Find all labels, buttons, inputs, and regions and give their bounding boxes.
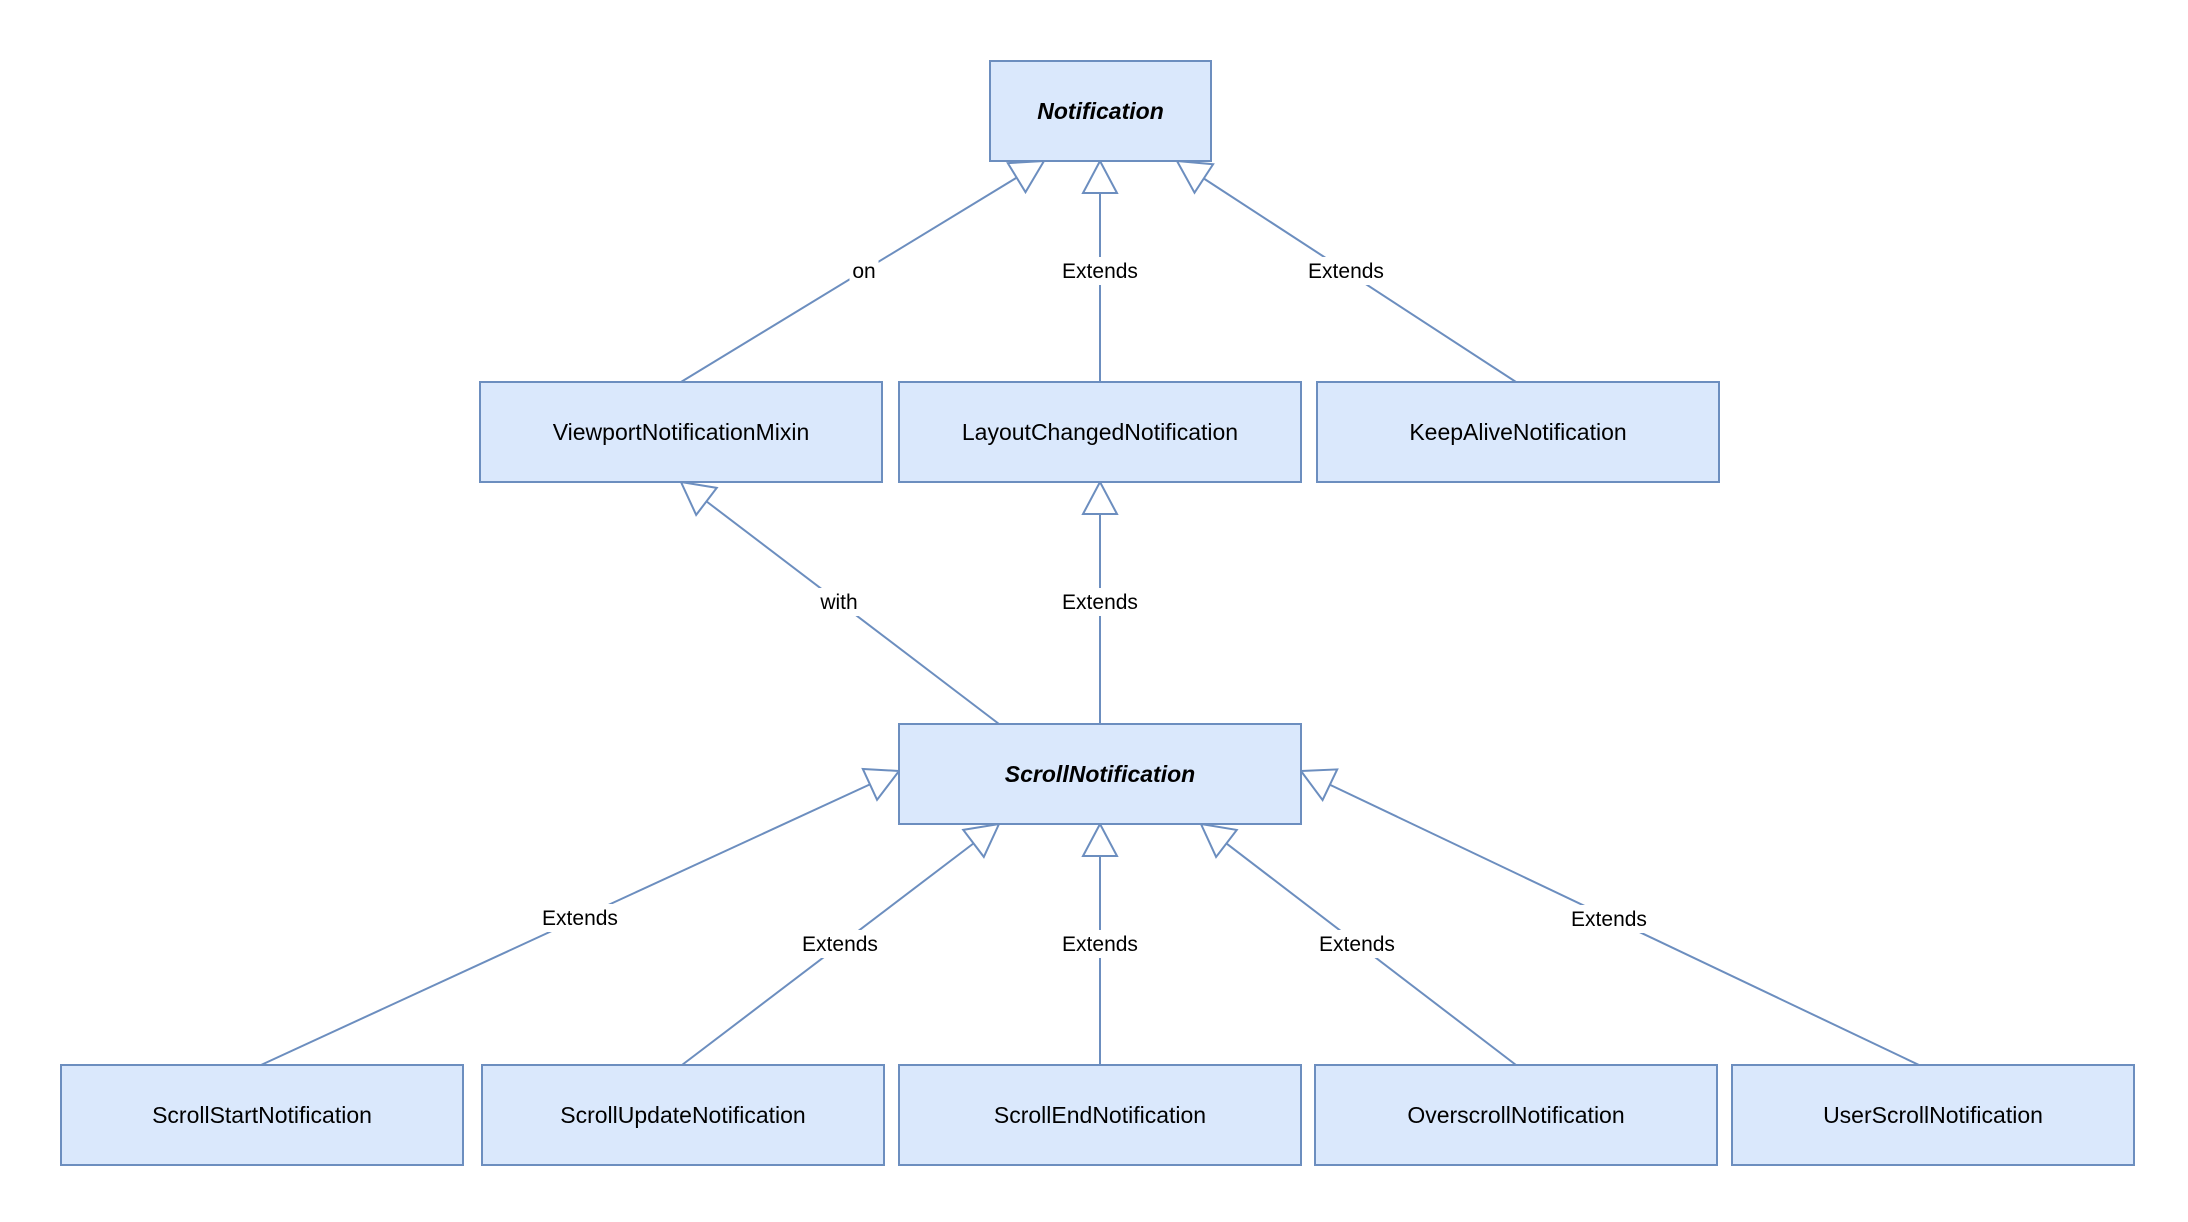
edge-label: Extends xyxy=(802,933,878,956)
class-box xyxy=(1316,381,1720,483)
class-name: ScrollStartNotification xyxy=(152,1102,372,1128)
edge-label-background xyxy=(1056,930,1144,958)
edge-label: Extends xyxy=(1571,908,1647,931)
class-box xyxy=(481,1064,885,1166)
class-name: UserScrollNotification xyxy=(1823,1102,2043,1128)
edge-keep_alive-to-notification: Extends xyxy=(1175,159,1517,383)
inheritance-arrowhead-icon xyxy=(1199,822,1239,859)
edge-label-background xyxy=(849,257,879,285)
edge-label: with xyxy=(819,591,857,614)
class-node-scroll-update[interactable]: ScrollUpdateNotification xyxy=(481,1064,885,1166)
class-box xyxy=(989,60,1212,162)
edge-label: Extends xyxy=(1308,260,1384,283)
edge-label: on xyxy=(852,260,875,283)
edge-label-background xyxy=(796,930,884,958)
edge-user_scroll-to-scroll: Extends xyxy=(1299,768,1920,1066)
class-name: ViewportNotificationMixin xyxy=(553,419,810,445)
edge-line xyxy=(680,176,1018,383)
class-box xyxy=(898,723,1302,825)
class-box xyxy=(1314,1064,1718,1166)
inheritance-arrowhead-icon xyxy=(1175,159,1215,195)
class-node-viewport-mixin[interactable]: ViewportNotificationMixin xyxy=(479,381,883,483)
class-name: Notification xyxy=(1037,98,1164,124)
edge-label: Extends xyxy=(1062,933,1138,956)
inheritance-arrowhead-icon xyxy=(1081,821,1119,857)
class-node-scroll-end[interactable]: ScrollEndNotification xyxy=(898,1064,1302,1166)
class-node-scroll[interactable]: ScrollNotification xyxy=(898,723,1302,825)
class-node-scroll-start[interactable]: ScrollStartNotification xyxy=(60,1064,464,1166)
inheritance-arrowhead-icon xyxy=(1081,479,1119,515)
edge-overscroll-to-scroll: Extends xyxy=(1199,822,1517,1066)
class-box xyxy=(479,381,883,483)
edge-label-background xyxy=(1313,930,1401,958)
inheritance-arrowhead-icon xyxy=(961,822,1001,859)
edge-scroll_update-to-scroll: Extends xyxy=(681,822,1001,1066)
class-node-notification[interactable]: Notification xyxy=(989,60,1212,162)
edge-label-background xyxy=(536,904,624,932)
edge-label-background xyxy=(1056,257,1144,285)
class-node-overscroll[interactable]: OverscrollNotification xyxy=(1314,1064,1718,1166)
edge-label: Extends xyxy=(1319,933,1395,956)
inheritance-arrowhead-icon xyxy=(679,480,719,517)
edge-label-background xyxy=(1565,905,1653,933)
edge-label-background xyxy=(813,588,865,616)
inheritance-arrowhead-icon xyxy=(1299,768,1339,803)
class-name: ScrollEndNotification xyxy=(994,1102,1206,1128)
class-name: LayoutChangedNotification xyxy=(962,419,1238,445)
class-box xyxy=(60,1064,464,1166)
class-name: ScrollUpdateNotification xyxy=(560,1102,805,1128)
edge-label: Extends xyxy=(1062,260,1138,283)
class-node-layout-changed[interactable]: LayoutChangedNotification xyxy=(898,381,1302,483)
class-node-keep-alive[interactable]: KeepAliveNotification xyxy=(1316,381,1720,483)
edge-viewport_mixin-to-notification: on xyxy=(680,159,1046,383)
edge-layout_changed-to-notification: Extends xyxy=(1056,158,1144,382)
inheritance-arrowhead-icon xyxy=(1081,158,1119,194)
edge-label: Extends xyxy=(542,907,618,930)
class-box xyxy=(898,1064,1302,1166)
edge-label: Extends xyxy=(1062,591,1138,614)
edge-label-background xyxy=(1302,257,1390,285)
edge-scroll-to-layout_changed: Extends xyxy=(1056,479,1144,724)
edge-scroll_start-to-scroll: Extends xyxy=(260,767,901,1066)
class-node-user-scroll[interactable]: UserScrollNotification xyxy=(1731,1064,2135,1166)
edge-scroll-to-viewport_mixin: with xyxy=(679,480,1000,725)
edge-label-background xyxy=(1056,588,1144,616)
inheritance-arrowhead-icon xyxy=(861,767,901,802)
edge-scroll_end-to-scroll: Extends xyxy=(1056,821,1144,1065)
inheritance-arrowhead-icon xyxy=(1006,159,1046,195)
class-name: ScrollNotification xyxy=(1005,761,1195,787)
class-name: KeepAliveNotification xyxy=(1409,419,1626,445)
class-name: OverscrollNotification xyxy=(1407,1102,1624,1128)
class-box xyxy=(898,381,1302,483)
class-box xyxy=(1731,1064,2135,1166)
